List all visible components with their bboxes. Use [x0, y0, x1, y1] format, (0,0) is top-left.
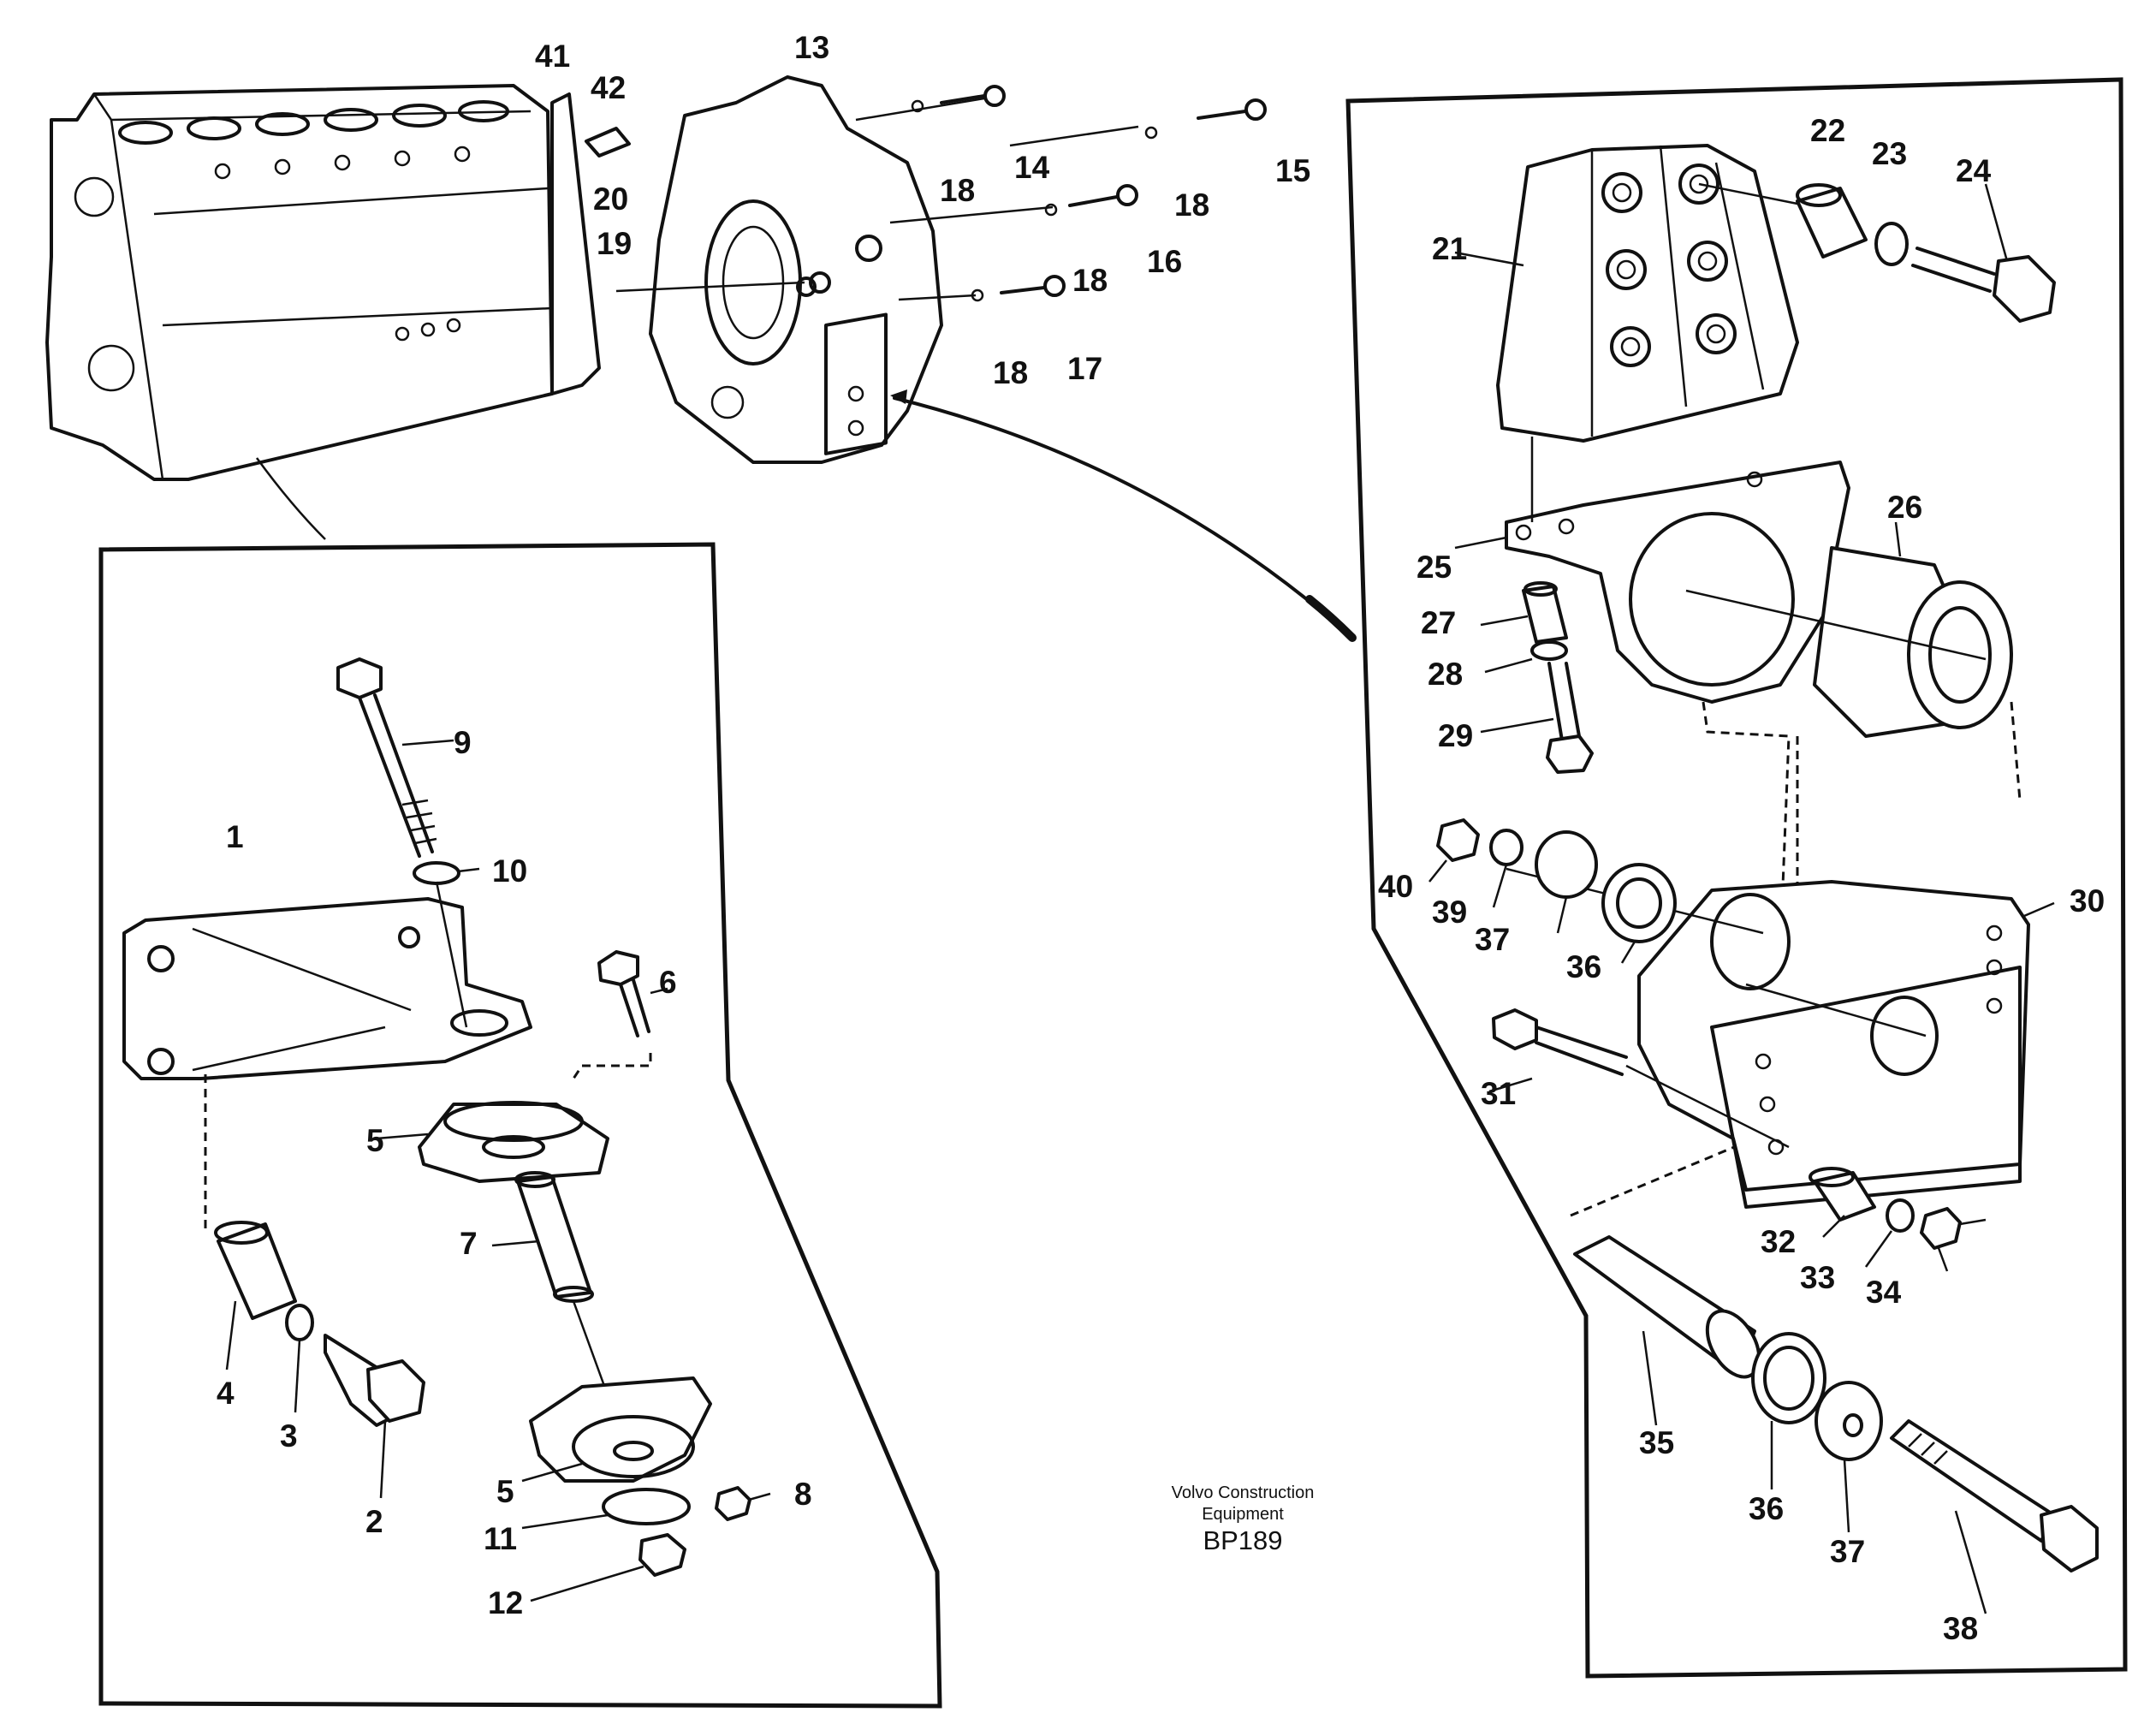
publisher-caption: Volvo Construction Equipment BP189 [1172, 1483, 1315, 1555]
callout-11: 11 [484, 1521, 517, 1556]
callout-37-a: 37 [1475, 922, 1510, 957]
callout-labels: 1 2 3 4 5 5 6 7 8 9 10 11 12 13 14 15 16… [217, 30, 2105, 1646]
callout-6: 6 [659, 965, 677, 1000]
callout-18-c: 18 [1072, 263, 1108, 298]
callout-27: 27 [1421, 605, 1456, 640]
callout-33: 33 [1800, 1260, 1835, 1295]
callout-18-d: 18 [993, 355, 1028, 390]
callout-8: 8 [794, 1477, 812, 1512]
callout-10: 10 [492, 853, 527, 889]
callout-30: 30 [2070, 883, 2105, 919]
callout-5-lower: 5 [496, 1474, 514, 1509]
callout-1: 1 [226, 819, 244, 854]
flywheel-housing [649, 75, 943, 464]
callout-31: 31 [1481, 1076, 1516, 1111]
callout-12: 12 [488, 1585, 523, 1620]
caption-line-2: Equipment [1202, 1505, 1284, 1524]
callout-38: 38 [1943, 1611, 1978, 1646]
callout-21: 21 [1432, 231, 1467, 266]
callout-37-b: 37 [1830, 1534, 1865, 1569]
callout-3: 3 [280, 1418, 298, 1454]
callout-17: 17 [1067, 351, 1102, 386]
right-mount-assembly [1428, 144, 2099, 1614]
callout-40: 40 [1378, 869, 1413, 904]
callout-34: 34 [1866, 1275, 1902, 1310]
callout-20: 20 [593, 181, 628, 217]
callout-39: 39 [1432, 895, 1467, 930]
housing-bolts [615, 85, 1267, 302]
callout-14: 14 [1014, 150, 1050, 185]
callout-36-a: 36 [1566, 949, 1601, 984]
callout-29: 29 [1438, 718, 1473, 753]
callout-15: 15 [1275, 153, 1310, 188]
left-inset-frame [98, 457, 942, 1709]
right-inset-frame [890, 77, 2128, 1679]
callout-7: 7 [460, 1226, 478, 1261]
callout-35: 35 [1639, 1425, 1674, 1460]
engine-block [45, 84, 631, 481]
callout-36-b: 36 [1749, 1491, 1784, 1526]
callout-25: 25 [1417, 550, 1452, 585]
callout-22: 22 [1810, 113, 1845, 148]
callout-2: 2 [365, 1504, 383, 1539]
callout-24: 24 [1956, 153, 1992, 188]
callout-18-b: 18 [1174, 187, 1209, 223]
callout-23: 23 [1872, 136, 1907, 171]
callout-9: 9 [454, 725, 472, 760]
callout-32: 32 [1761, 1224, 1796, 1259]
callout-4: 4 [217, 1376, 235, 1411]
callout-5-upper: 5 [366, 1123, 384, 1158]
left-mount-assembly [122, 657, 771, 1602]
callout-41: 41 [535, 39, 570, 74]
callout-16: 16 [1147, 244, 1182, 279]
caption-line-1: Volvo Construction [1172, 1483, 1315, 1502]
callout-19: 19 [597, 226, 632, 261]
callout-42: 42 [591, 70, 626, 105]
callout-28: 28 [1428, 657, 1463, 692]
callout-13: 13 [794, 30, 829, 65]
callout-26: 26 [1887, 490, 1922, 525]
callout-18-a: 18 [940, 173, 975, 208]
drawing-code: BP189 [1203, 1525, 1282, 1555]
